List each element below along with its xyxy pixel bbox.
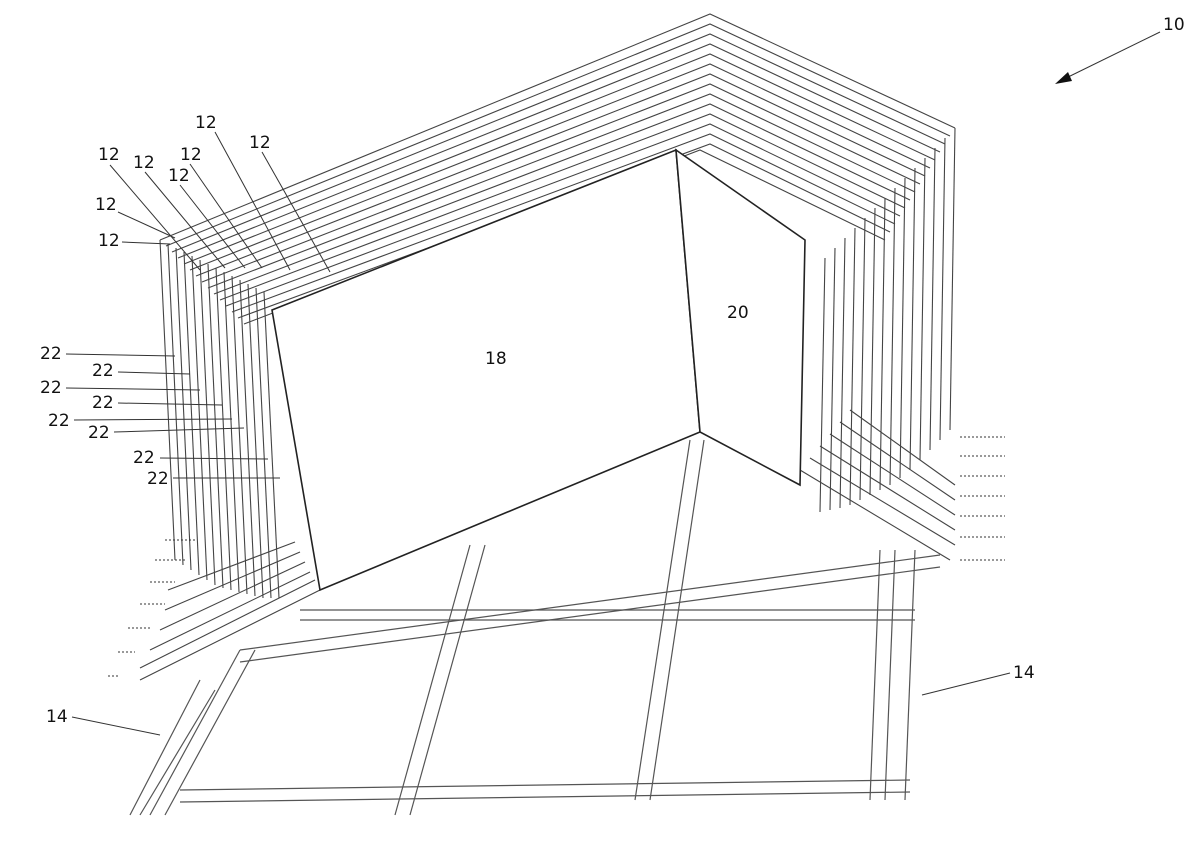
label-22: 22 xyxy=(147,469,169,489)
panel-20 xyxy=(675,148,806,487)
label-12: 12 xyxy=(98,231,120,251)
label-12: 12 xyxy=(133,153,155,173)
base-frame xyxy=(129,439,941,816)
label-12: 12 xyxy=(249,133,271,153)
base-labels: 14 14 xyxy=(46,663,1035,736)
reference-label: 10 xyxy=(1163,15,1185,35)
label-14: 14 xyxy=(1013,663,1035,683)
label-22: 22 xyxy=(88,423,110,443)
label-12: 12 xyxy=(98,145,120,165)
label-12: 12 xyxy=(168,166,190,186)
label-22: 22 xyxy=(40,378,62,398)
label-12: 12 xyxy=(180,145,202,165)
label-22: 22 xyxy=(92,361,114,381)
panel-label-20: 20 xyxy=(727,303,749,323)
reference-arrow xyxy=(1055,31,1161,84)
top-wall-layers xyxy=(159,13,956,325)
panel-18 xyxy=(271,148,701,592)
label-14: 14 xyxy=(46,707,68,727)
label-22: 22 xyxy=(133,448,155,468)
right-wall-layers xyxy=(799,127,956,561)
panel-label-18: 18 xyxy=(485,349,507,369)
top-labels: 12 12 12 12 12 12 12 12 xyxy=(95,113,331,273)
label-12: 12 xyxy=(195,113,217,133)
label-12: 12 xyxy=(95,195,117,215)
side-labels: 22 22 22 22 22 22 22 22 xyxy=(40,344,280,489)
right-stubs xyxy=(960,436,1005,561)
left-stubs xyxy=(108,539,195,677)
label-22: 22 xyxy=(48,411,70,431)
label-22: 22 xyxy=(40,344,62,364)
label-22: 22 xyxy=(92,393,114,413)
